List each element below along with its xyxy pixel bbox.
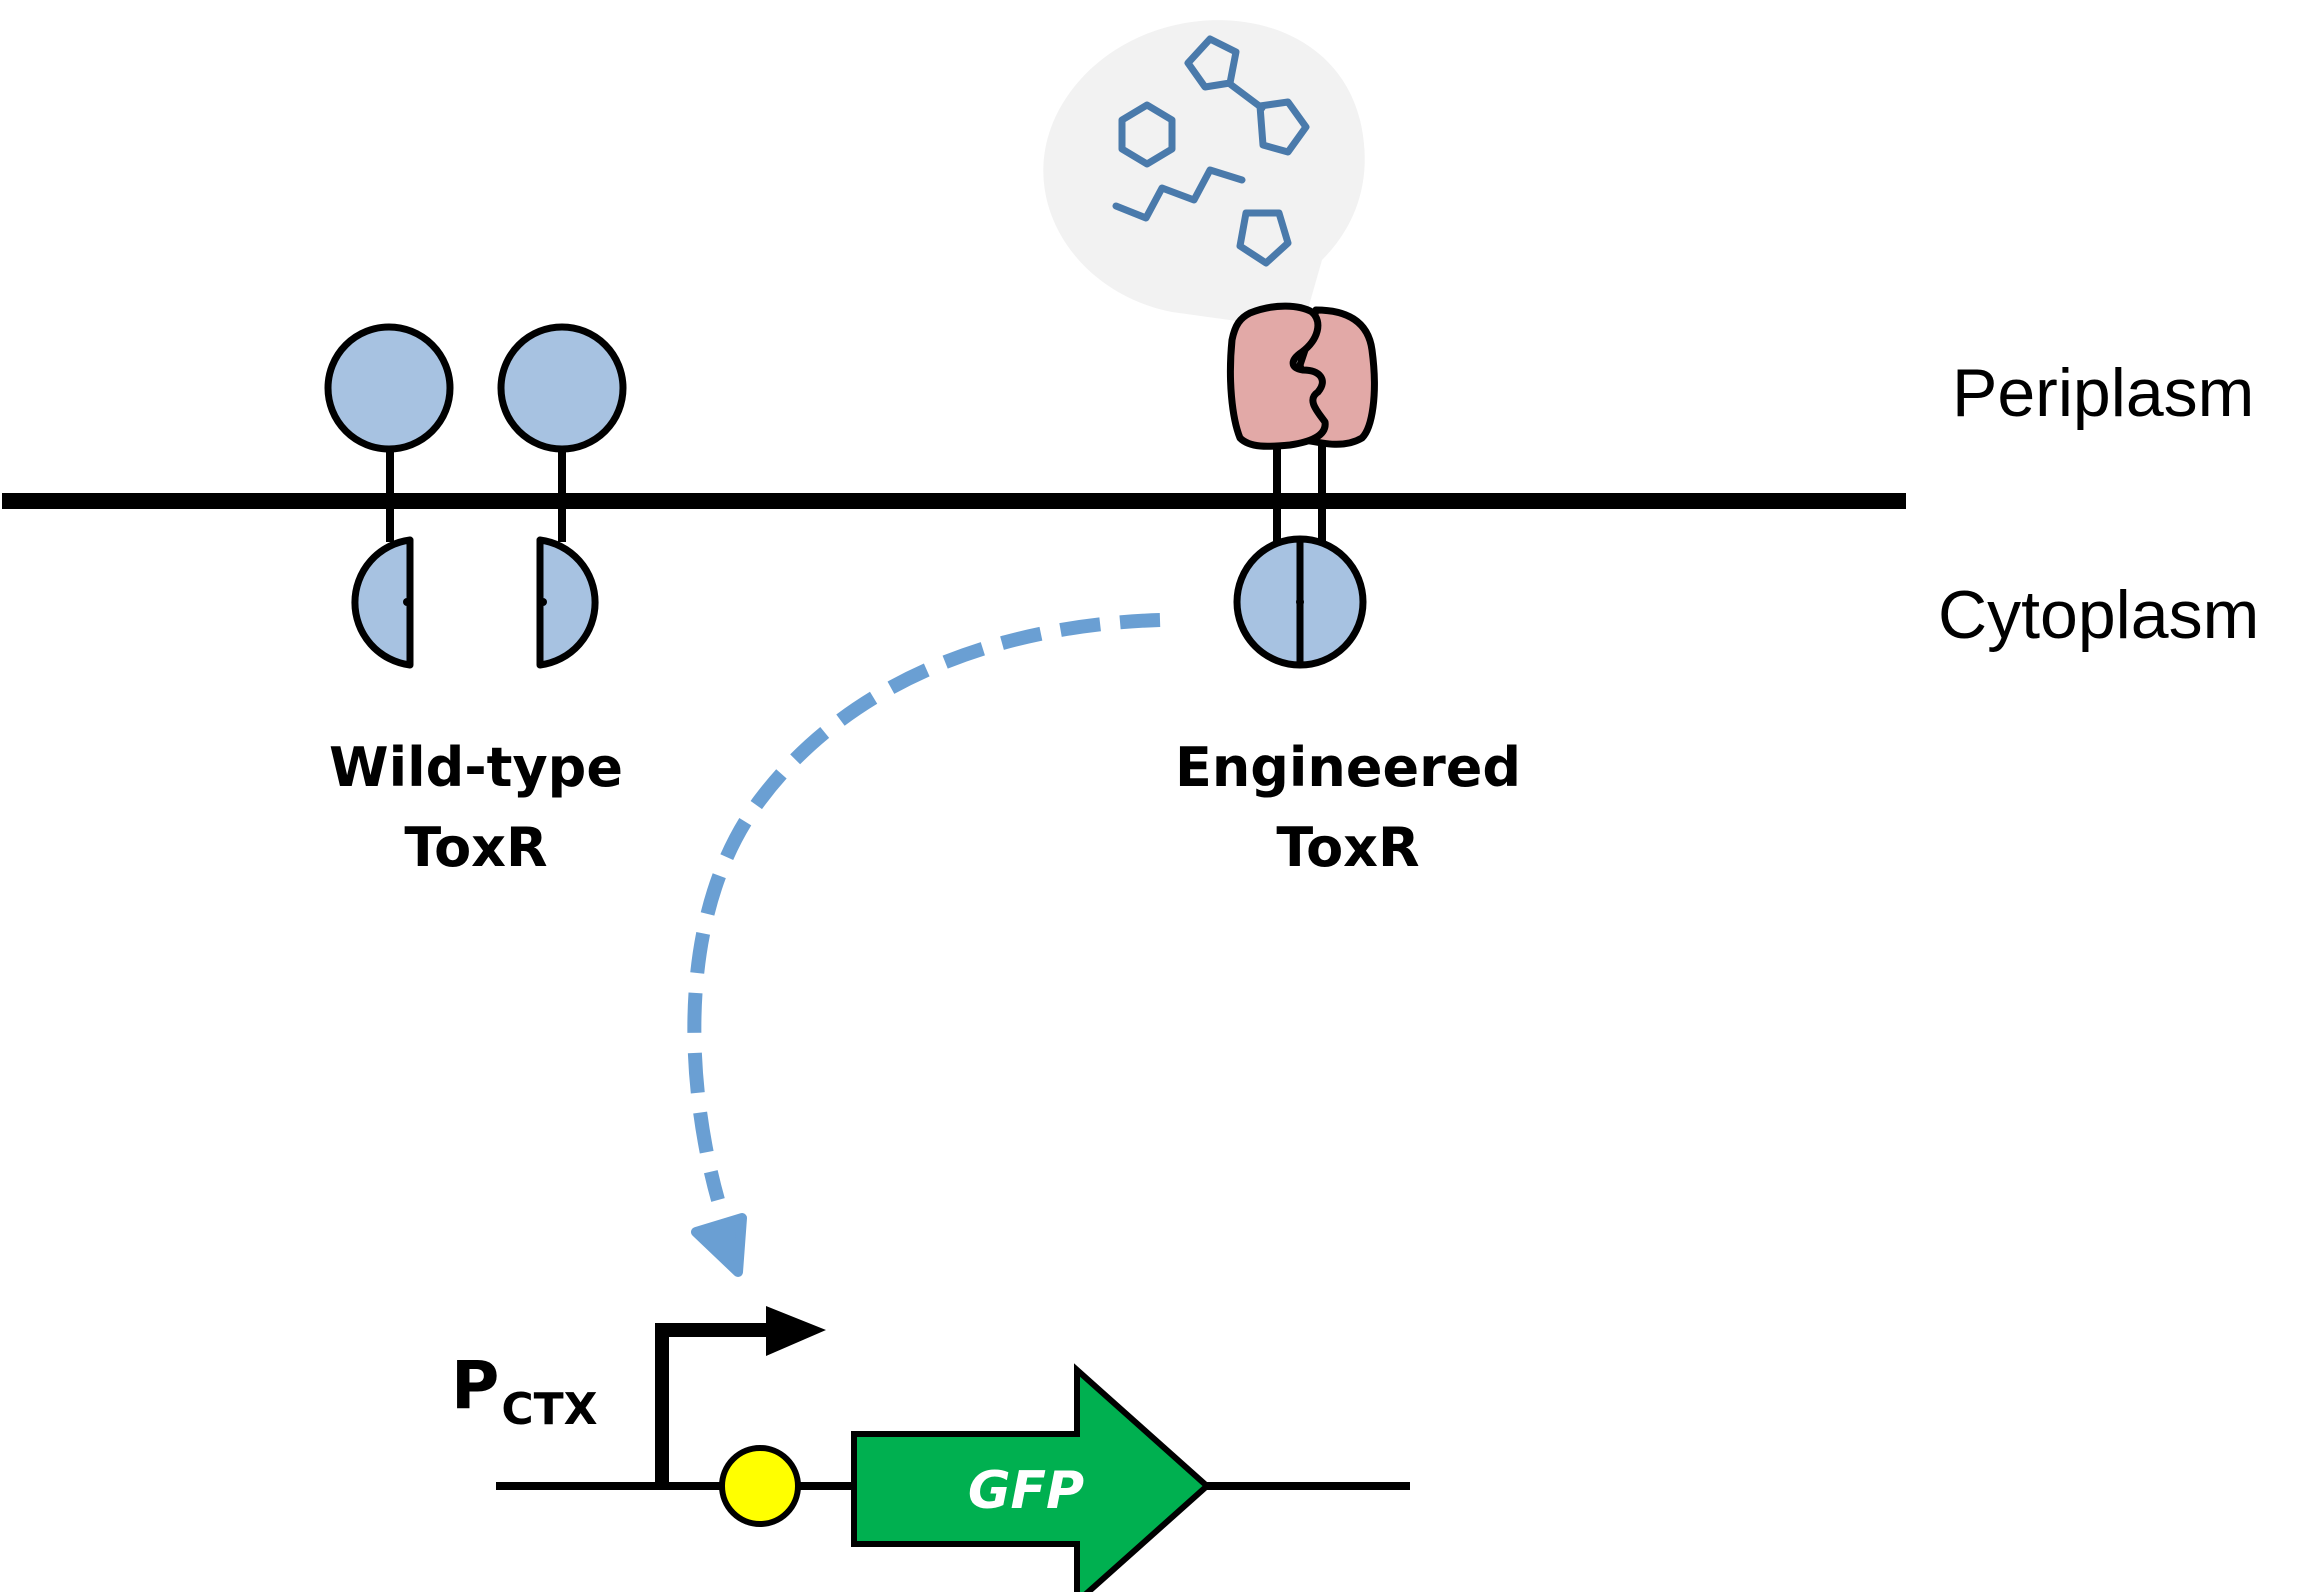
dashed-arrow-path — [687, 613, 1161, 1202]
toxbox-operator-site — [719, 1445, 801, 1527]
periplasmic-domain — [324, 323, 454, 453]
molecule-bond-icon — [1226, 80, 1266, 112]
promoter-arrow-icon — [655, 1323, 772, 1486]
gfp-gene-arrow — [851, 1363, 1212, 1592]
reporter-construct: GFP — [496, 1306, 1410, 1592]
activation-signal-arrow — [687, 613, 1161, 1277]
promoter-label: PCTX — [451, 1347, 598, 1435]
ligand-molecules — [1112, 35, 1310, 267]
periplasm-label: Periplasm — [1952, 355, 2254, 431]
wild-type-toxr-label-line1: Wild-type — [329, 736, 623, 799]
promoter-arrowhead-icon — [766, 1306, 826, 1356]
pentagon-molecule-icon — [1256, 98, 1310, 156]
arrow-head-icon — [691, 1213, 747, 1277]
engineered-toxr-label-line1: Engineered — [1175, 736, 1521, 799]
periplasmic-domain — [497, 323, 627, 453]
ligand-bubble — [1043, 20, 1365, 331]
promoter-label-main: P — [451, 1347, 499, 1424]
cytoplasm-label: Cytoplasm — [1938, 577, 2259, 653]
cytoplasmic-half-domain — [351, 536, 414, 669]
promoter-label-subscript: CTX — [501, 1384, 597, 1435]
engineered-toxr-label-line2: ToxR — [1276, 816, 1419, 879]
cytoplasmic-half-domain — [536, 536, 599, 669]
wild-type-toxr-monomer-right — [497, 323, 627, 669]
pentagon-molecule-icon — [1236, 209, 1292, 267]
domain-center-dot — [1296, 598, 1304, 606]
zigzag-molecule-icon — [1112, 166, 1246, 222]
sensor-domain-left — [1226, 302, 1329, 450]
domain-center-dot — [403, 598, 411, 606]
engineered-toxr-dimer — [1226, 302, 1378, 669]
gene-label: GFP — [968, 1461, 1084, 1521]
wild-type-toxr-monomer-left — [324, 323, 454, 669]
wild-type-toxr-label-line2: ToxR — [404, 816, 547, 879]
pentagon-molecule-icon — [1184, 35, 1240, 91]
hexagon-molecule-icon — [1118, 101, 1176, 168]
domain-center-dot — [539, 598, 547, 606]
